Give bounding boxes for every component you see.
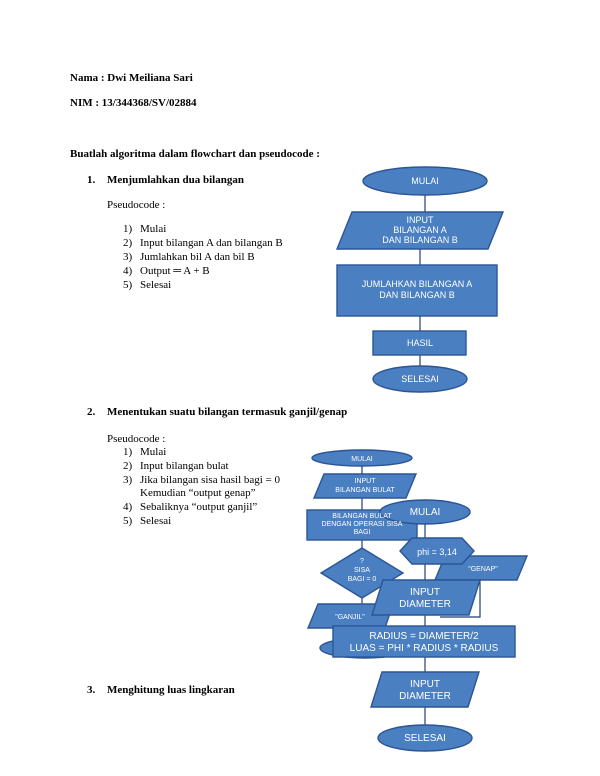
step-text: Selesai <box>140 515 172 527</box>
flow1-output-box <box>372 330 467 356</box>
step-text: Output ═ A + B <box>140 265 210 277</box>
flow3-process-label: RADIUS = DIAMETER/2 <box>369 631 479 642</box>
flow2-ganjil-label: "GANJIL" <box>335 614 365 621</box>
step-number: 4) <box>123 501 133 513</box>
instruction-text: Buatlah algoritma dalam flowchart dan ps… <box>70 148 320 160</box>
connector-lines <box>361 195 481 726</box>
step-number: 5) <box>123 515 133 527</box>
student-nim: NIM : 13/344368/SV/02884 <box>70 97 197 109</box>
flow2-genap-label: "GENAP" <box>468 566 498 573</box>
flow1-process-box <box>336 264 498 317</box>
list-item: 5) Selesai <box>123 515 171 528</box>
step-text: Jika bilangan sisa hasil bagi = 0 <box>140 474 281 486</box>
list-item: 1) Mulai <box>123 446 166 459</box>
flow3-output-parallelogram <box>370 671 480 708</box>
section-2-pseudo-label: Pseudocode : <box>107 433 166 445</box>
step-text: Selesai <box>140 279 172 291</box>
flow2-start-terminal <box>311 449 413 467</box>
flow1-input-parallelogram <box>335 211 505 250</box>
flow2-input-parallelogram <box>312 473 418 499</box>
step-number: 2) <box>123 237 133 249</box>
step-text: Input bilangan bulat <box>140 460 229 472</box>
flow2-decision-label: ? <box>360 558 364 565</box>
flow3-input-parallelogram <box>371 579 481 616</box>
list-item: 4) Output ═ A + B <box>123 265 210 278</box>
section-3-number: 3. <box>87 684 96 696</box>
step-number: 3) <box>123 251 133 263</box>
step-text: Mulai <box>140 446 167 458</box>
list-item: 3) Jumlahkan bil A dan bil B <box>123 251 255 264</box>
flow1-input-label: DAN BILANGAN B <box>382 235 458 245</box>
step-number: 1) <box>123 446 133 458</box>
section-1-title: Menjumlahkan dua bilangan <box>107 174 244 186</box>
section-3-title: Menghitung luas lingkaran <box>107 684 235 696</box>
step-text: Kemudian “output genap” <box>140 487 256 499</box>
flow2-process-label: BAGI <box>354 529 371 536</box>
flow1-process-label: DAN BILANGAN B <box>379 290 455 300</box>
step-text: Sebaliknya “output ganjil” <box>140 501 258 513</box>
list-item: 5) Selesai <box>123 279 171 292</box>
flow3-output-label: DIAMETER <box>399 691 451 702</box>
flow2-input-label: BILANGAN BULAT <box>335 487 395 494</box>
section-2-title: Menentukan suatu bilangan termasuk ganji… <box>107 406 348 418</box>
flow3-end-label: SELESAI <box>404 733 446 744</box>
flow1-input-label: INPUT <box>407 215 435 225</box>
flow3-start-label: MULAI <box>410 507 441 518</box>
flow1-input-label: BILANGAN A <box>393 225 447 235</box>
flow3-input-label: INPUT <box>410 587 440 598</box>
list-item: 1) Mulai <box>123 223 166 236</box>
flow1-output-label: HASIL <box>407 338 433 348</box>
flow3-input-label: DIAMETER <box>399 599 451 610</box>
flow1-start-label: MULAI <box>411 176 439 186</box>
flow1-end-terminal <box>372 365 468 393</box>
list-item: 2) Input bilangan bulat <box>123 460 229 473</box>
flow3-phi-label: phi = 3,14 <box>417 547 457 557</box>
step-text: Jumlahkan bil A dan bil B <box>140 251 255 263</box>
flow2-process-label: DENGAN OPERASI SISA <box>322 521 403 528</box>
flow3-end-terminal <box>377 724 473 752</box>
flow2-decision-label: SISA <box>354 567 370 574</box>
step-number: 3) <box>123 474 133 486</box>
flow1-process-label: JUMLAHKAN BILANGAN A <box>362 279 473 289</box>
section-1-number: 1. <box>87 174 96 186</box>
flow3-process-label: LUAS = PHI * RADIUS * RADIUS <box>350 643 499 654</box>
student-name: Nama : Dwi Meiliana Sari <box>70 72 193 84</box>
section-2-number: 2. <box>87 406 96 418</box>
list-item: 4) Sebaliknya “output ganjil” <box>123 501 257 514</box>
step-number: 1) <box>123 223 133 235</box>
step-number: 2) <box>123 460 133 472</box>
step-number: 5) <box>123 279 133 291</box>
flow3-output-label: INPUT <box>410 679 440 690</box>
list-item: 2) Input bilangan A dan bilangan B <box>123 237 283 250</box>
step-text: Mulai <box>140 223 167 235</box>
section-1-pseudo-label: Pseudocode : <box>107 199 166 211</box>
flow2-decision-label: BAGI = 0 <box>348 576 377 583</box>
flow3-start-terminal <box>379 499 471 525</box>
flow3-process-box <box>332 625 516 658</box>
list-item: 3) Jika bilangan sisa hasil bagi = 0 <box>123 474 280 487</box>
step-text: Input bilangan A dan bilangan B <box>140 237 283 249</box>
flow2-start-label: MULAI <box>351 456 372 463</box>
list-item: Kemudian “output genap” <box>123 487 255 500</box>
step-number: 4) <box>123 265 133 277</box>
flow1-end-label: SELESAI <box>401 374 439 384</box>
flow1-start-terminal <box>362 166 488 196</box>
flow3-preparation-hexagon <box>399 537 475 565</box>
flow2-input-label: INPUT <box>355 478 377 485</box>
flow2-process-label: BILANGAN BULAT <box>332 513 392 520</box>
